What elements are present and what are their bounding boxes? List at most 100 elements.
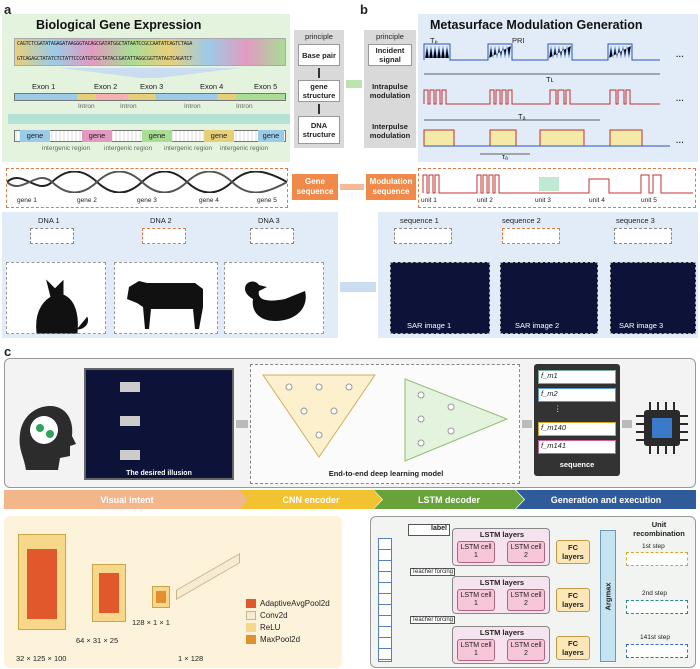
sar-image-1: SAR image 1 <box>390 262 490 334</box>
intron-label-4: Intron <box>236 103 253 110</box>
unit-pulses <box>422 174 693 194</box>
lstm-layer-3-title: LSTM layers <box>479 628 525 637</box>
ellipsis-1: ··· <box>676 52 684 61</box>
seq-item-1: f_m1 <box>538 370 616 384</box>
arrow-to-chip <box>622 420 632 428</box>
dna-label-2: DNA 2 <box>150 216 172 225</box>
fm-label-input: label <box>408 524 450 536</box>
sequence-link-arrow <box>340 184 364 190</box>
ellipsis-2: ··· <box>676 96 684 105</box>
principle-link-arrow <box>346 80 362 88</box>
gene-box-4: gene <box>204 130 234 142</box>
exon-label-2: Exon 2 <box>94 82 118 91</box>
incident-signal-wave <box>423 43 660 61</box>
modulation-sequence-tag: Modulation sequence <box>366 174 416 200</box>
principle-a-step-3: DNA structure <box>298 116 340 144</box>
gene-seq-label-2: gene 2 <box>77 197 97 204</box>
teacher-forcing-1: Teacher forcing <box>410 568 456 576</box>
animal-sar-link-arrow <box>340 282 376 292</box>
cnn-dim-4: 1 × 128 <box>178 654 204 663</box>
cow-icon <box>127 281 203 329</box>
input-column <box>378 538 392 662</box>
unit-label-4: unit 4 <box>589 197 605 204</box>
illusion-car-3 <box>120 450 140 460</box>
interpulse-wave <box>423 129 643 147</box>
principle-a-step-1: Base pair <box>298 44 340 66</box>
cat-icon <box>36 279 88 334</box>
gene-structure-band <box>8 114 290 124</box>
model-label: End-to-end deep learning model <box>328 469 444 478</box>
step-wave-3 <box>626 644 688 658</box>
brain-head-icon <box>19 406 76 470</box>
cnn-dim-1: 32 × 125 × 100 <box>16 654 67 663</box>
gene-sequence-tag: Gene sequence <box>292 174 338 200</box>
lstm-layer-1: LSTM layers LSTM cell 1 LSTM cell 2 <box>452 528 550 566</box>
tl-label: Tʟ <box>546 75 554 84</box>
principle-b-step-2: Intrapulse modulation <box>369 82 411 100</box>
principle-a-step-2: gene structure <box>298 80 340 102</box>
sar-image-label-3: SAR image 3 <box>619 321 664 330</box>
gene-box-3: gene <box>142 130 172 142</box>
intron-label-3: Intron <box>184 103 201 110</box>
gene-row: gene gene gene gene gene intergenic regi… <box>14 126 286 160</box>
gene-box-2: gene <box>82 130 112 142</box>
seq-item-141: f_m141 <box>538 440 616 454</box>
cnn-block-1-core <box>27 549 57 619</box>
gene-seq-label-5: gene 5 <box>257 197 277 204</box>
output-sequence-box: f_m1 f_m2 ⋮ f_m140 f_m141 sequence <box>534 364 620 476</box>
dna-helix-strip <box>7 171 287 193</box>
panel-b-title: Metasurface Modulation Generation <box>430 18 643 32</box>
sar-image-label-2: SAR image 2 <box>515 321 560 330</box>
sar-image-3: SAR image 3 <box>610 262 696 334</box>
unit-label-1: unit 1 <box>421 197 437 204</box>
pulse-waveforms <box>423 43 670 155</box>
dna-label-1: DNA 1 <box>38 216 60 225</box>
panel-c-letter: c <box>4 344 12 359</box>
modulation-sequence-row: unit 1 unit 2 unit 3 unit 4 unit 5 <box>418 168 696 208</box>
exon-label-3: Exon 3 <box>140 82 164 91</box>
lstm-layer-2-cell-1: LSTM cell 1 <box>457 589 495 611</box>
argmax-bar: Argmax <box>600 530 616 662</box>
lstm-layer-1-title: LSTM layers <box>479 530 525 539</box>
panel-b-letter: b <box>360 2 368 17</box>
principle-b-box: principle Incident signal Intrapulse mod… <box>364 30 416 148</box>
deep-learning-model-box: End-to-end deep learning model <box>250 364 520 484</box>
sequence-icon-1 <box>394 228 452 244</box>
exon-label-5: Exon 5 <box>254 82 278 91</box>
cnn-block-2 <box>92 564 126 622</box>
ellipsis-3: ··· <box>676 138 684 147</box>
illusion-car-2 <box>120 416 140 426</box>
principle-b-step-3: Interpulse modulation <box>369 122 411 140</box>
panel-a-title: Biological Gene Expression <box>36 18 202 32</box>
cnn-block-3-core <box>156 591 166 603</box>
sequence-label-2: sequence 2 <box>502 216 541 225</box>
duck-icon <box>245 281 306 321</box>
sequence-icon-3 <box>614 228 672 244</box>
principle-b-step-1: Incident signal <box>368 44 412 66</box>
intergenic-label-4: intergenic region <box>220 145 269 152</box>
duck-silhouette-box <box>224 262 324 334</box>
exon-row: Exon 1 Exon 2 Exon 3 Exon 4 Exon 5 Intro… <box>14 82 286 112</box>
dna-icon-3 <box>250 228 294 244</box>
panel-a-letter: a <box>4 2 12 17</box>
gene-seq-label-1: gene 1 <box>17 197 37 204</box>
exon-bar <box>14 93 286 101</box>
principle-a-title: principle <box>305 32 333 41</box>
gene-seq-label-4: gene 4 <box>199 197 219 204</box>
step-wave-1 <box>626 552 688 566</box>
cnn-triangle <box>262 374 376 458</box>
legend-item-adaptiveavgpool: AdaptiveAvgPool2d <box>246 598 330 610</box>
unit-label-3: unit 3 <box>535 197 551 204</box>
stage-cnn-encoder: CNN encoder <box>240 490 382 509</box>
cow-silhouette-box <box>114 262 218 334</box>
lstm-layer-1-cell-1: LSTM cell 1 <box>457 541 495 563</box>
principle-a-arrow-2 <box>318 104 320 114</box>
legend-item-conv2d: Conv2d <box>246 610 330 622</box>
intergenic-label-1: intergenic region <box>42 145 91 152</box>
gene-sequence-row: gene 1 gene 2 gene 3 gene 4 gene 5 <box>6 168 288 208</box>
zoom-wedge <box>60 68 240 78</box>
cnn-block-3 <box>152 586 170 608</box>
principle-b-title: principle <box>376 32 404 41</box>
intergenic-label-3: intergenic region <box>164 145 213 152</box>
exon-label-4: Exon 4 <box>200 82 224 91</box>
